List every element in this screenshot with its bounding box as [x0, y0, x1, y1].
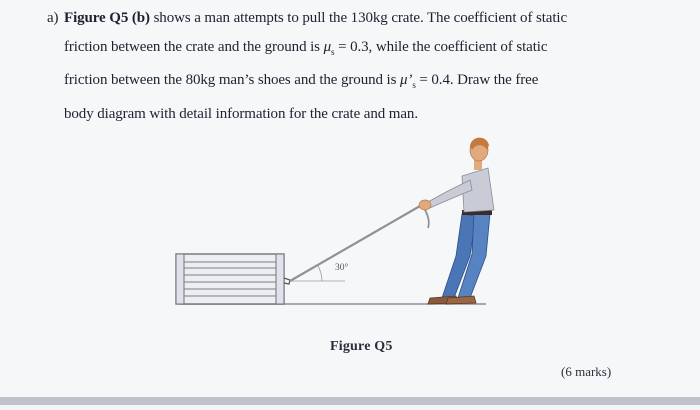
angle-label: 30°	[335, 263, 349, 273]
question-line-1-text: shows a man attempts to pull the 130kg c…	[149, 10, 568, 26]
mu-prime-symbol: μ’	[400, 72, 413, 88]
question-line-3: friction between the 80kg man’s shoes an…	[64, 66, 664, 100]
angle-arc	[317, 265, 323, 282]
question-line-2-text-b: = 0.3, while the coefficient of static	[334, 38, 548, 55]
mu-prime-subscript: s	[412, 80, 416, 90]
mu-subscript: s	[331, 46, 335, 57]
crate-hook	[283, 277, 291, 285]
page-bottom-edge	[0, 397, 700, 405]
question-number: a)	[47, 10, 59, 26]
question-line-4: body diagram with detail information for…	[64, 105, 418, 122]
question-line-2: friction between the crate and the groun…	[64, 33, 664, 67]
question-line-1: Figure Q5 (b) shows a man attempts to pu…	[64, 4, 664, 33]
figure-caption: Figure Q5	[330, 339, 393, 354]
figure-reference: Figure Q5 (b)	[64, 10, 150, 26]
question-line-2-text-a: friction between the crate and the groun…	[64, 38, 324, 55]
question-text: a) Figure Q5 (b) shows a man attempts to…	[47, 4, 664, 128]
marks-label: (6 marks)	[561, 364, 612, 379]
man	[418, 137, 495, 305]
rope	[289, 205, 421, 282]
question-line-3-text-b: = 0.4. Draw the free	[415, 72, 539, 88]
crate	[175, 253, 285, 305]
question-line-3-text-a: friction between the 80kg man’s shoes an…	[64, 72, 400, 88]
rope-tail	[423, 207, 430, 229]
mu-symbol: μ	[323, 38, 332, 55]
